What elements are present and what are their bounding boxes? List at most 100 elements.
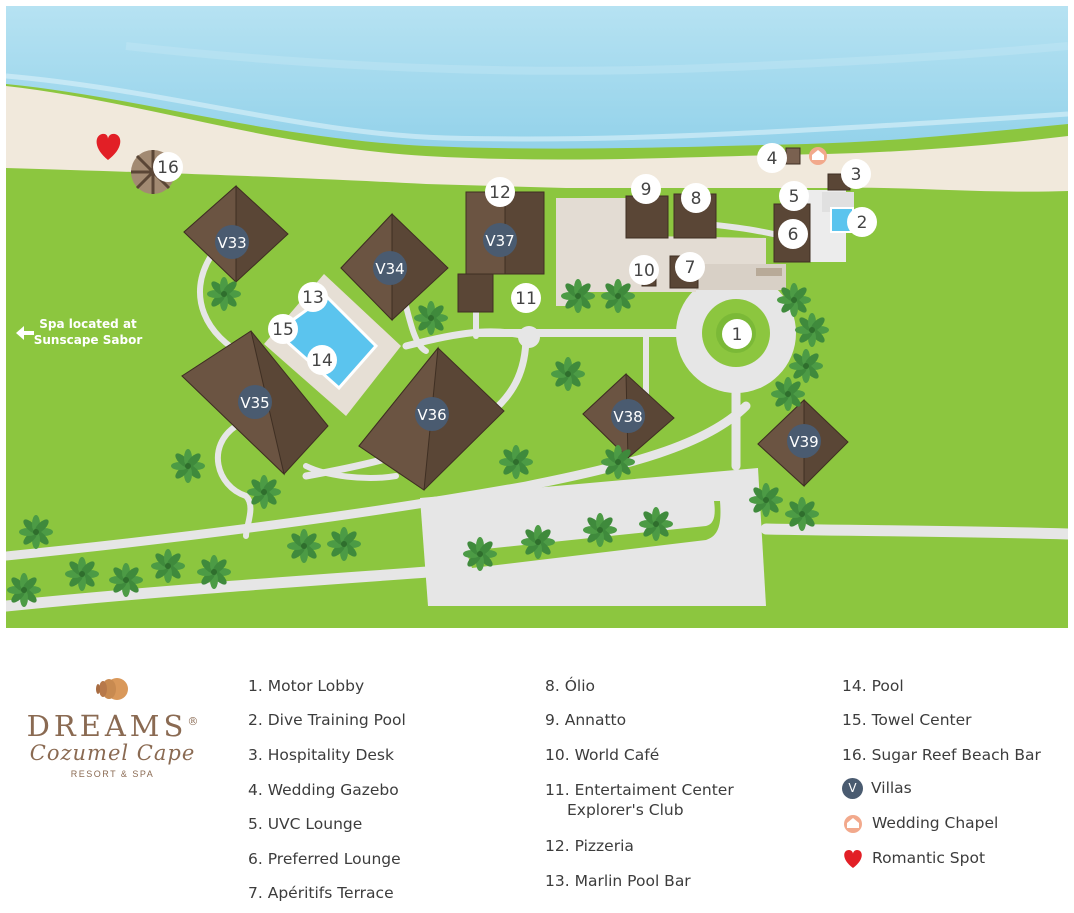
legend-item[interactable]: 2. Dive Training Pool [248, 711, 406, 729]
villa-marker-label: V34 [375, 260, 404, 278]
brand-logo: DREAMS® Cozumel Cape RESORT & SPA [0, 676, 225, 779]
palm-tree-icon [551, 357, 585, 391]
location-marker[interactable]: 9 [631, 174, 661, 204]
location-marker-label: 13 [302, 288, 324, 308]
villa-marker[interactable]: V37 [483, 223, 517, 257]
legend-item[interactable]: 11. Entertaiment Center Explorer's Club [545, 780, 734, 820]
legend-item[interactable]: 14. Pool [842, 677, 904, 695]
terrace-deck [696, 264, 786, 290]
location-marker[interactable]: 12 [485, 177, 515, 207]
location-marker-label: 4 [767, 149, 778, 169]
villa-marker[interactable]: V38 [611, 399, 645, 433]
brand-subtitle: Cozumel Cape [29, 741, 196, 765]
villa-marker[interactable]: V36 [415, 397, 449, 431]
palm-tree-icon [771, 377, 805, 411]
location-marker-label: 7 [685, 258, 696, 278]
palm-tree-icon [19, 515, 53, 549]
palm-tree-icon [795, 313, 829, 347]
legend-item[interactable]: 15. Towel Center [842, 711, 972, 729]
location-marker-label: 11 [515, 289, 537, 309]
wave-line [6, 73, 1068, 142]
deck-stripes [756, 268, 782, 276]
location-marker-label: 14 [311, 351, 333, 371]
location-marker[interactable]: 4 [757, 143, 787, 173]
palm-trees [7, 277, 829, 607]
location-marker[interactable]: 5 [779, 181, 809, 211]
arrow-left-icon [16, 326, 34, 340]
villa-marker[interactable]: V35 [238, 385, 272, 419]
location-marker-label: 10 [633, 261, 655, 281]
villa-marker[interactable]: V33 [215, 225, 249, 259]
location-marker-label: 5 [789, 187, 800, 207]
villa-marker-label: V38 [613, 408, 642, 426]
legend-item-line1: 11. Entertaiment Center [545, 781, 734, 799]
location-marker[interactable]: 13 [298, 282, 328, 312]
location-marker[interactable]: 2 [847, 207, 877, 237]
location-marker-label: 1 [732, 325, 743, 345]
location-marker[interactable]: 14 [307, 345, 337, 375]
legend-item[interactable]: 7. Apéritifs Terrace [248, 884, 394, 902]
palm-tree-icon [521, 525, 555, 559]
villa-marker-label: V35 [240, 394, 269, 412]
location-marker[interactable]: 7 [675, 252, 705, 282]
palm-tree-icon [639, 507, 673, 541]
villa-marker-label: V33 [217, 234, 246, 252]
brand-tagline: RESORT & SPA [70, 769, 155, 779]
palm-tree-icon [561, 279, 595, 313]
spa-note-line2: Sunscape Sabor [34, 333, 143, 347]
palm-tree-icon [414, 301, 448, 335]
legend-item[interactable]: 10. World Café [545, 746, 660, 764]
legend-romantic-spot[interactable]: Romantic Spot [842, 848, 985, 869]
location-marker[interactable]: 8 [681, 183, 711, 213]
legend-item[interactable]: 5. UVC Lounge [248, 815, 363, 833]
legend-item[interactable]: 9. Annatto [545, 711, 627, 729]
romantic-spot-heart-icon [96, 133, 121, 160]
location-marker[interactable]: 11 [511, 283, 541, 313]
palm-tree-icon [463, 537, 497, 571]
legend-item[interactable]: 16. Sugar Reef Beach Bar [842, 746, 1041, 764]
spa-note[interactable]: Spa located at Sunscape Sabor [16, 317, 142, 347]
location-marker-label: 12 [489, 183, 511, 203]
legend-wedding-chapel[interactable]: Wedding Chapel [842, 813, 998, 834]
villa-marker[interactable]: V39 [787, 424, 821, 458]
legend-item[interactable]: 3. Hospitality Desk [248, 746, 394, 764]
legend-romantic-label: Romantic Spot [872, 849, 986, 867]
location-marker[interactable]: 10 [629, 255, 659, 285]
location-marker[interactable]: 3 [841, 159, 871, 189]
legend-item[interactable]: 13. Marlin Pool Bar [545, 872, 691, 890]
spa-note-line1: Spa located at [39, 317, 137, 331]
location-marker-label: 3 [851, 165, 862, 185]
palm-tree-icon [287, 529, 321, 563]
location-marker[interactable]: 15 [268, 314, 298, 344]
brand-name: DREAMS® [26, 709, 199, 743]
palm-tree-icon [151, 549, 185, 583]
sea [6, 6, 1068, 149]
location-marker[interactable]: 6 [778, 219, 808, 249]
location-marker-label: 6 [788, 225, 799, 245]
legend-villas-label: Villas [871, 779, 912, 797]
location-marker[interactable]: 1 [722, 319, 752, 349]
palm-tree-icon [171, 449, 205, 483]
palm-tree-icon [109, 563, 143, 597]
legend-item[interactable]: 8. Ólio [545, 677, 596, 695]
dive-pool-area[interactable] [806, 190, 854, 262]
villa-marker-label: V36 [417, 406, 446, 424]
palm-tree-icon [499, 445, 533, 479]
legend-item[interactable]: 12. Pizzeria [545, 837, 634, 855]
location-marker[interactable]: 16 [153, 152, 183, 182]
palm-tree-icon [601, 445, 635, 479]
legend-item[interactable]: 4. Wedding Gazebo [248, 781, 399, 799]
legend-chapel-label: Wedding Chapel [872, 814, 999, 832]
palm-tree-icon [207, 277, 241, 311]
wave-line [125, 42, 1068, 75]
legend-item[interactable]: 6. Preferred Lounge [248, 850, 401, 868]
beach-sand [6, 86, 1068, 192]
villa-marker[interactable]: V34 [373, 251, 407, 285]
heart-icon [844, 849, 862, 868]
villa-marker-label: V37 [485, 232, 514, 250]
legend-item[interactable]: 1. Motor Lobby [248, 677, 365, 695]
